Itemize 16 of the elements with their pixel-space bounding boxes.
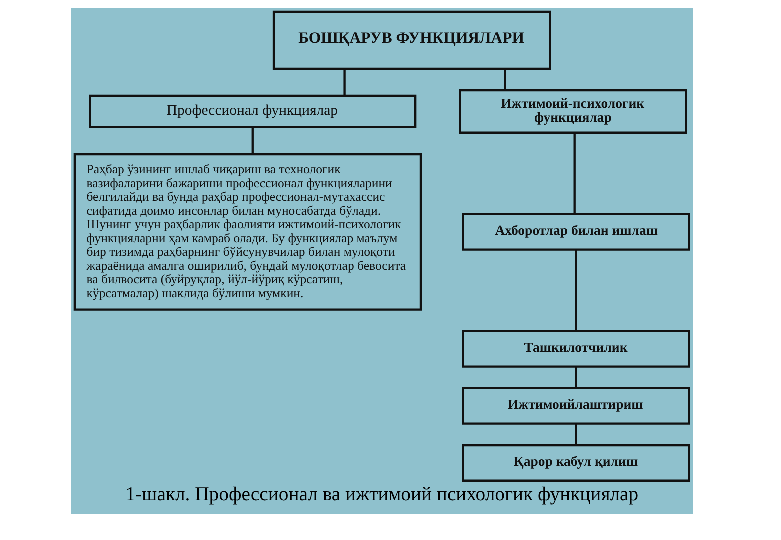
connector <box>574 366 577 388</box>
node-box: Ижтимоийлаштириш <box>462 387 690 425</box>
node-box: Раҳбар ўзининг ишлаб чиқариш ва технологик вазифаларини бажариши профессионал функцияларини белгилайди ва бунда раҳбар профессионал-мутахассис сифатида доимо инсонлар билан муносабатда бўлади. Шунинг учун раҳбарлик фаолияти ижтимоий-психологик функцияларни ҳам камраб олади. Бу функциялар маълум бир тизимда раҳбарнинг бўйсунувчилар билан мулоқоти жараёнида амалга оширилиб, бундай мулоқотлар бевосита ва билвосита (буйруқлар, йўл-йўриқ кўрсатиш, кўрсатмалар) шаклида бўлиши мумкин. <box>73 153 422 311</box>
node-box: Профессионал функциялар <box>88 94 416 129</box>
connector <box>251 127 254 154</box>
node-box: Ташкилотчилик <box>462 330 690 368</box>
node-box: Ижтимоий-психологик функциялар <box>458 90 687 134</box>
connector <box>504 69 506 90</box>
connector <box>573 132 576 214</box>
connector <box>343 69 346 96</box>
caption: 1-шакл. Профессионал ва ижтимоий психологик функциялар <box>125 484 638 506</box>
connector <box>574 424 577 446</box>
node-box: БОШҚАРУВ ФУНКЦИЯЛАРИ <box>272 10 551 70</box>
node-box: Қарор кабул қилиш <box>462 444 690 482</box>
node-box: Ахборотлар билан ишлаш <box>462 213 690 251</box>
connector <box>574 250 577 332</box>
